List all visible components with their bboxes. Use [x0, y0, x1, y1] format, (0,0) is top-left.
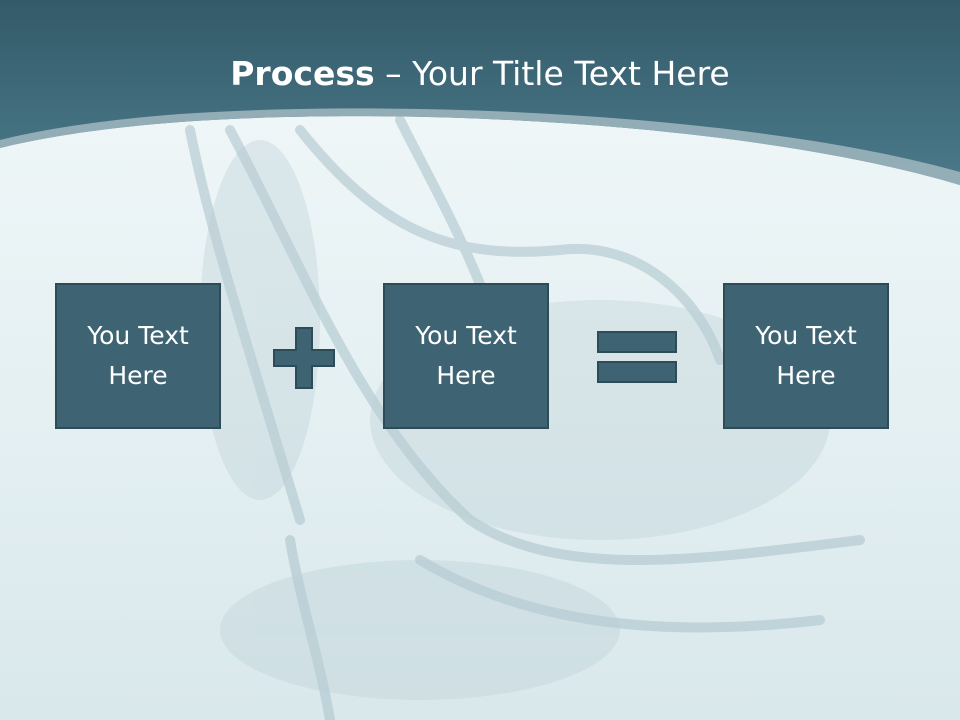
process-box-3[interactable]: You Text Here	[723, 283, 889, 429]
process-box-2-text: You Text Here	[415, 321, 517, 390]
process-box-1-text: You Text Here	[87, 321, 189, 390]
glass-shoe-illustration	[185, 115, 865, 720]
title-bold: Process	[230, 54, 375, 93]
process-box-3-text: You Text Here	[755, 321, 857, 390]
process-box-1[interactable]: You Text Here	[55, 283, 221, 429]
equals-icon	[597, 331, 677, 383]
slide-title: Process – Your Title Text Here	[0, 50, 960, 98]
process-box-2[interactable]: You Text Here	[383, 283, 549, 429]
title-rest: – Your Title Text Here	[374, 54, 730, 93]
plus-icon	[273, 327, 335, 389]
